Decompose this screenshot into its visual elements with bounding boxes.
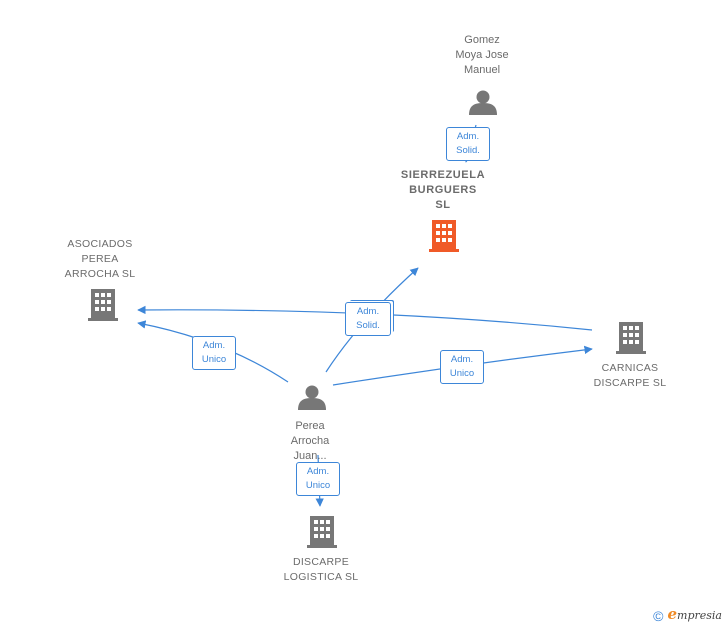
brand-initial: e	[667, 604, 678, 623]
label-line: Manuel	[463, 64, 501, 76]
label-line: Moya Jose	[455, 49, 509, 61]
label-line: Juan...	[293, 450, 327, 462]
edge-label-line: Unico	[305, 480, 331, 491]
label-line: ARROCHA SL	[64, 268, 136, 280]
edge-label-perea-asociados[interactable]: Adm. Unico	[192, 336, 236, 370]
edge-label-line: Adm.	[356, 306, 380, 317]
label-line: LOGISTICA SL	[283, 571, 359, 583]
edge-label-perea-sierrezuela[interactable]: Adm. Solid.	[345, 302, 391, 336]
label-line: DISCARPE	[292, 556, 350, 568]
node-label-discarpe[interactable]: DISCARPE LOGISTICA SL	[262, 555, 380, 585]
brand-name: mpresia	[677, 608, 722, 622]
label-line: SL	[435, 199, 451, 211]
label-line: ASOCIADOS	[67, 238, 133, 250]
node-label-sierrezuela[interactable]: SIERREZUELA BURGUERS SL	[384, 168, 502, 213]
edge-label-gomez-sierrezuela[interactable]: Adm. Solid.	[446, 127, 490, 161]
edge-label-line: Adm.	[306, 466, 330, 477]
building-icon[interactable]	[429, 220, 459, 252]
edge-label-perea-discarpe[interactable]: Adm. Unico	[296, 462, 340, 496]
edge-label-line: Unico	[201, 354, 227, 365]
person-icon[interactable]	[469, 90, 497, 116]
label-line: SIERREZUELA	[400, 169, 486, 181]
building-icon[interactable]	[616, 322, 646, 354]
edge-label-line: Adm.	[202, 340, 226, 351]
footer-brand[interactable]: ©empresia	[653, 605, 722, 624]
building-icon[interactable]	[307, 516, 337, 548]
node-label-asociados[interactable]: ASOCIADOS PEREA ARROCHA SL	[46, 237, 154, 282]
label-line: Gomez	[464, 34, 500, 46]
edge-label-line: Solid.	[456, 145, 480, 156]
edge-label-line: Solid.	[356, 320, 380, 331]
node-label-perea[interactable]: Perea Arrocha Juan...	[262, 419, 358, 464]
building-icon[interactable]	[88, 289, 118, 321]
node-label-carnicas[interactable]: CARNICAS DISCARPE SL	[574, 361, 686, 391]
label-line: DISCARPE SL	[593, 377, 667, 389]
edge-label-line: Adm.	[456, 131, 480, 142]
edge-label-line: Adm.	[450, 354, 474, 365]
person-icon[interactable]	[298, 385, 326, 411]
copyright-icon: ©	[653, 608, 664, 624]
edge-label-perea-carnicas[interactable]: Adm. Unico	[440, 350, 484, 384]
label-line: Perea	[295, 420, 325, 432]
node-label-gomez[interactable]: Gomez Moya Jose Manuel	[430, 33, 534, 78]
label-line: Arrocha	[290, 435, 330, 447]
edge-label-line: Unico	[449, 368, 475, 379]
label-line: PEREA	[81, 253, 119, 265]
label-line: CARNICAS	[601, 362, 659, 374]
label-line: BURGUERS	[409, 184, 477, 196]
